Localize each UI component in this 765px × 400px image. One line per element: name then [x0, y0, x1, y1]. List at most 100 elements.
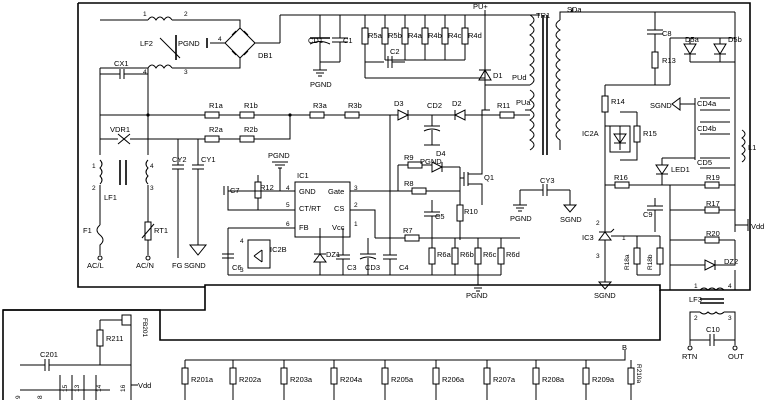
ic1-pin-gnd: GND [299, 187, 316, 196]
ic1-pin5-num: 5 [286, 202, 290, 209]
c9-label: C9 [643, 210, 653, 219]
ic1-pin4-num: 4 [286, 185, 290, 192]
r14-label: R14 [611, 97, 625, 106]
ic1-pin-fb: FB [299, 223, 309, 232]
sgnd-ic3-label: SGND [594, 291, 616, 300]
led1-label: LED1 [671, 165, 690, 174]
ic3-pin3: 3 [596, 253, 600, 260]
r17-label: R17 [706, 199, 720, 208]
r13-label: R13 [662, 56, 676, 65]
pgnd-bottom-label: PGND [466, 291, 488, 300]
vdd-bottom-label: Vdd [138, 381, 151, 390]
r16-label: R16 [614, 173, 628, 182]
aux-rectifier: D3 CD2 D2 R11 PUa [389, 98, 531, 190]
dz1-label: DZ1 [326, 250, 340, 259]
r210a-label: R210a [635, 364, 642, 384]
r6c-label: R6c [483, 250, 497, 259]
c3-label: C3 [347, 263, 357, 272]
ic1-pin-cs: CS [334, 204, 344, 213]
dz2-label: DZ2 [724, 257, 738, 266]
r2b-label: R2b [244, 125, 258, 134]
c8-label: C8 [662, 29, 672, 38]
r8-label: R8 [404, 179, 414, 188]
pin15-label: 15 [62, 384, 69, 392]
r204a-label: R204a [340, 375, 363, 384]
pgnd-ic1-label: PGND [268, 151, 290, 160]
gate-drive: R9 D4 PGND R8 Q1 [350, 109, 494, 205]
snubber-resistors: R5a R5b R4a R4b R4c R4d C2 [361, 15, 485, 79]
r18a-label: R18a [624, 254, 631, 270]
ic1-label: IC1 [297, 171, 309, 180]
c1-label: C1 [343, 36, 353, 45]
pgnd-left-label: PGND [178, 39, 200, 48]
d3-label: D3 [394, 99, 404, 108]
r11-label: R11 [497, 101, 510, 110]
pin13-label: 13 [74, 384, 81, 392]
pin16-label: 16 [120, 384, 127, 392]
c6-label: C6 [232, 263, 242, 272]
cy2-label: CY2 [172, 155, 187, 164]
c10-label: C10 [706, 325, 720, 334]
pu-plus-label: PU+ [473, 2, 488, 11]
lf3-pin1: 1 [694, 283, 698, 290]
c2-label: C2 [390, 47, 400, 56]
pgnd-bulk-label: PGND [310, 80, 332, 89]
sgnd-right-label: SGND [650, 101, 672, 110]
cx1-capacitor: CX1 [99, 59, 149, 115]
ic1-pin2-num: 2 [354, 202, 358, 209]
r205a-label: R205a [391, 375, 414, 384]
vdr1-label: VDR1 [110, 125, 130, 134]
db1-bridge: PGND 4 DB1 [178, 15, 281, 69]
cd5-label: CD5 [697, 158, 712, 167]
cy3-y-capacitor: CY3 PGND SGND [510, 176, 582, 224]
r7-label: R7 [403, 226, 413, 235]
r203a-label: R203a [290, 375, 313, 384]
r1b-label: R1b [244, 101, 258, 110]
lower-board-outline [3, 290, 661, 341]
r18b-label: R18b [647, 254, 654, 270]
fb201-label: FB201 [141, 318, 148, 338]
r5a-label: R5a [368, 31, 383, 40]
output-choke-lf3: LF3 1 4 2 3 C10 RTN OUT [682, 270, 744, 361]
rtn-label: RTN [682, 352, 697, 361]
ic3-shunt: IC3 2 1 3 SGND R18a R18b [582, 126, 664, 300]
pgnd-d4-label: PGND [420, 157, 442, 166]
out-label: OUT [728, 352, 744, 361]
ic1-pin-gate: Gate [328, 187, 344, 196]
q1-label: Q1 [484, 173, 494, 182]
lf3-pin2: 2 [694, 315, 698, 322]
db1-label: DB1 [258, 51, 273, 60]
lf2-label: LF2 [140, 39, 153, 48]
lf1-pin2: 2 [92, 185, 96, 192]
r9-label: R9 [404, 153, 414, 162]
r4b-label: R4b [428, 31, 442, 40]
sgnd-fg-label: SGND [184, 261, 206, 270]
r19-label: R19 [706, 173, 720, 182]
r6d-label: R6d [506, 250, 520, 259]
r2a-label: R2a [209, 125, 224, 134]
fg-label: FG [172, 261, 183, 270]
r211-label: R211 [106, 334, 123, 343]
ic3-label: IC3 [582, 233, 594, 242]
tr1-label: TR1 [536, 11, 550, 20]
sda-label: SDa [567, 5, 582, 14]
r201a-label: R201a [191, 375, 214, 384]
d5a-label: D5a [685, 35, 700, 44]
ic1-pin-vcc: Vcc [332, 223, 345, 232]
sense-resistors: R6a R6b R6c R6d PGND [228, 238, 520, 300]
ic2b-label: IC2B [270, 245, 287, 254]
lf1-pin1: 1 [92, 163, 96, 170]
pin14-label: 14 [96, 384, 103, 392]
pin8-label: 8 [37, 395, 44, 399]
pin9-label: 9 [15, 395, 22, 399]
c5-label: C5 [435, 212, 445, 221]
l1-label: L1 [748, 143, 756, 152]
ac-input: F1 AC/L RT1 AC/N FG SGND [83, 221, 206, 270]
pua-label: PUa [516, 98, 531, 107]
acl-label: AC/L [87, 261, 104, 270]
output-rectifier: C8 R13 D5a D5b [647, 12, 742, 210]
input-filter: VDR1 1 4 2 3 LF1 CY2 CY1 [92, 115, 216, 256]
r202a-label: R202a [239, 375, 262, 384]
